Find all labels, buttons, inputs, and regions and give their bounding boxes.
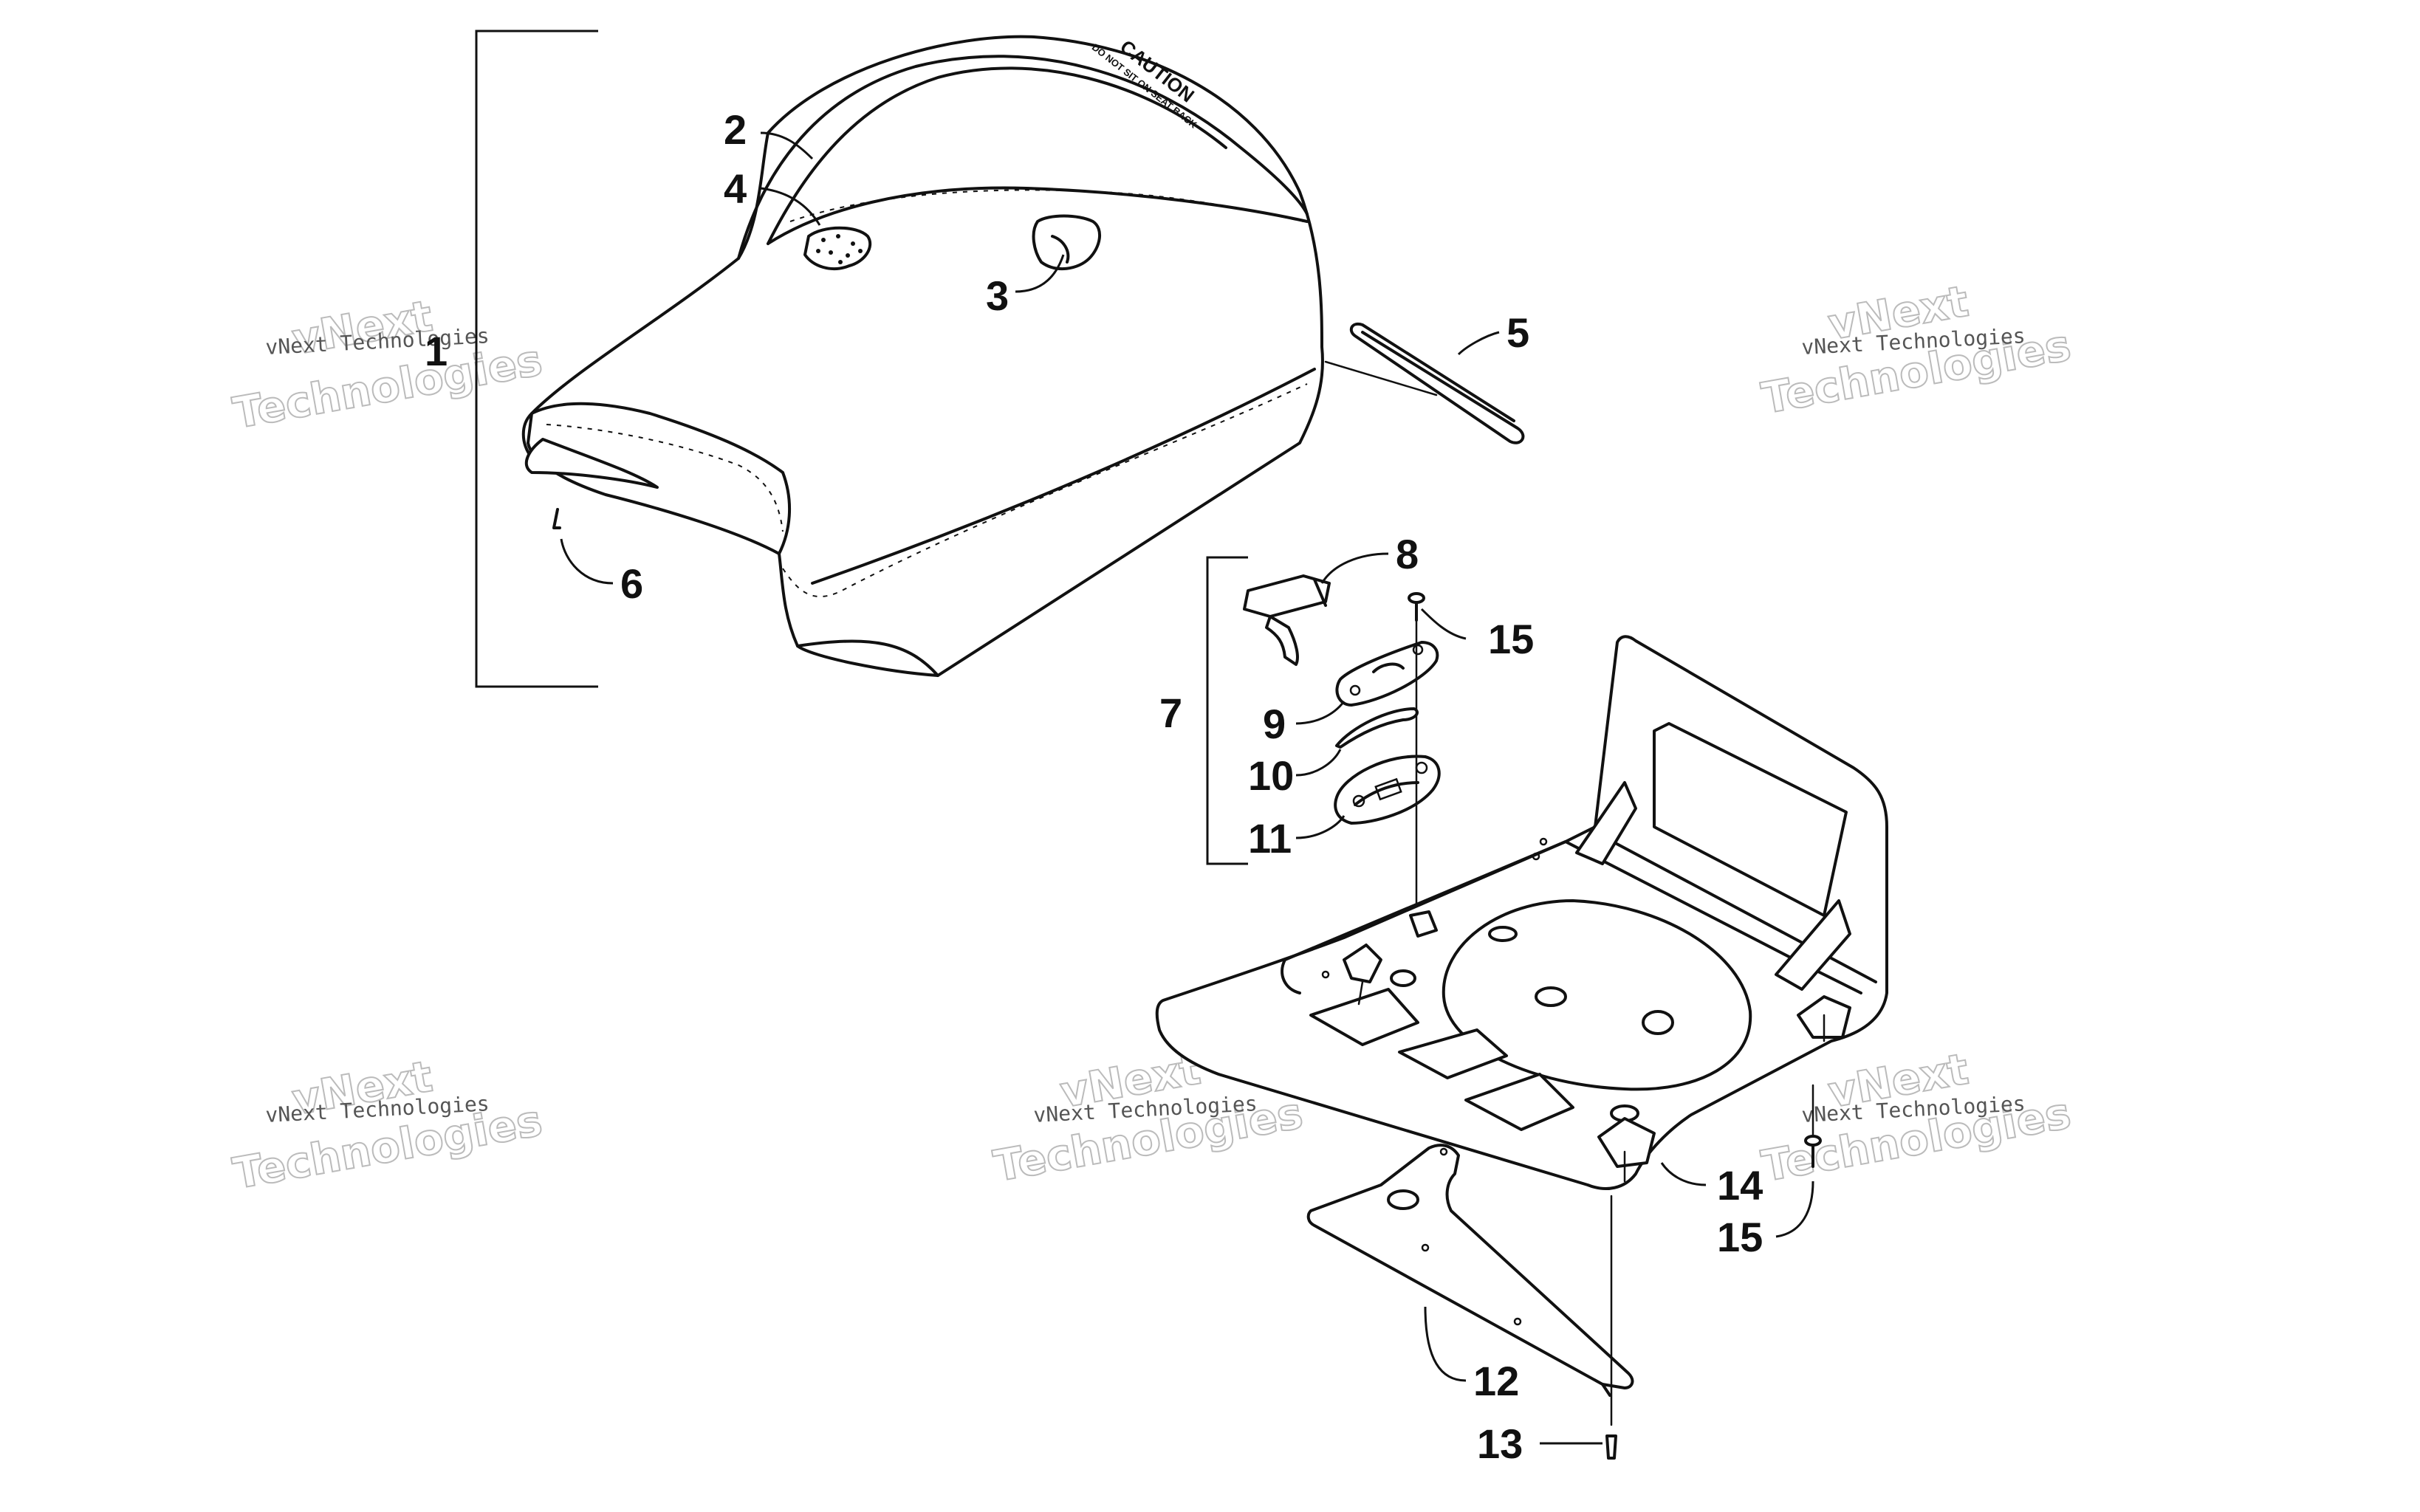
part-5-wire-hook <box>1349 322 1525 444</box>
part-14-seat-pan <box>1155 635 1888 1190</box>
callout-numbers: 1 2 4 3 5 6 7 8 15 9 10 11 14 15 12 13 <box>425 106 1763 1467</box>
part-15-screw-right <box>1804 1084 1822 1168</box>
part-15-screw-top <box>1408 592 1425 622</box>
mount-stud-front-center <box>1597 1117 1656 1183</box>
leader-lines <box>560 131 1814 1445</box>
callout-6: 6 <box>620 560 643 607</box>
watermark-bottom-left: vNext Technologies vNext Technologies <box>229 1051 546 1200</box>
part-13-screw <box>1605 1195 1617 1460</box>
watermark-bottom-right: vNext Technologies vNext Technologies <box>1758 1043 2075 1192</box>
mount-stud-front-left <box>1343 944 1382 1006</box>
bracket-7 <box>1206 556 1248 865</box>
callout-3: 3 <box>986 272 1009 319</box>
callout-4: 4 <box>724 165 747 212</box>
callout-15-bottom: 15 <box>1717 1214 1763 1260</box>
part-10-spring <box>1335 707 1419 749</box>
callout-5: 5 <box>1506 309 1529 356</box>
callout-1: 1 <box>425 328 448 374</box>
part-9-latch-plate <box>1335 641 1439 707</box>
callout-8: 8 <box>1396 531 1419 577</box>
callout-12: 12 <box>1473 1358 1519 1404</box>
callout-14: 14 <box>1717 1162 1763 1209</box>
part-6-clip <box>552 508 561 529</box>
callout-11: 11 <box>1248 815 1292 862</box>
seat-piping <box>737 55 1309 260</box>
callout-15-top: 15 <box>1488 616 1534 662</box>
part-12-bracket-plate <box>1306 1144 1634 1397</box>
bracket-1 <box>475 30 598 688</box>
callout-10: 10 <box>1248 752 1294 799</box>
callout-13: 13 <box>1477 1420 1523 1467</box>
watermark-top-left: vNext Technologies vNext Technologies <box>229 290 546 439</box>
part-8-latch-clip <box>1243 574 1331 666</box>
mount-stud-rear-right <box>1797 995 1851 1042</box>
callout-7: 7 <box>1159 690 1182 736</box>
callout-2: 2 <box>724 106 747 153</box>
part-3-strap <box>1032 214 1102 271</box>
part-4-foam-patch <box>803 226 872 270</box>
seat-assembly: CAUTION DO NOT SIT ON SEAT BACK <box>521 35 1324 677</box>
seat-front-pad <box>527 402 791 555</box>
watermark-top-right: vNext Technologies vNext Technologies <box>1758 275 2075 425</box>
foam-patch-texture <box>816 234 863 264</box>
callout-9: 9 <box>1263 701 1286 747</box>
part-11-latch-base <box>1334 755 1441 825</box>
